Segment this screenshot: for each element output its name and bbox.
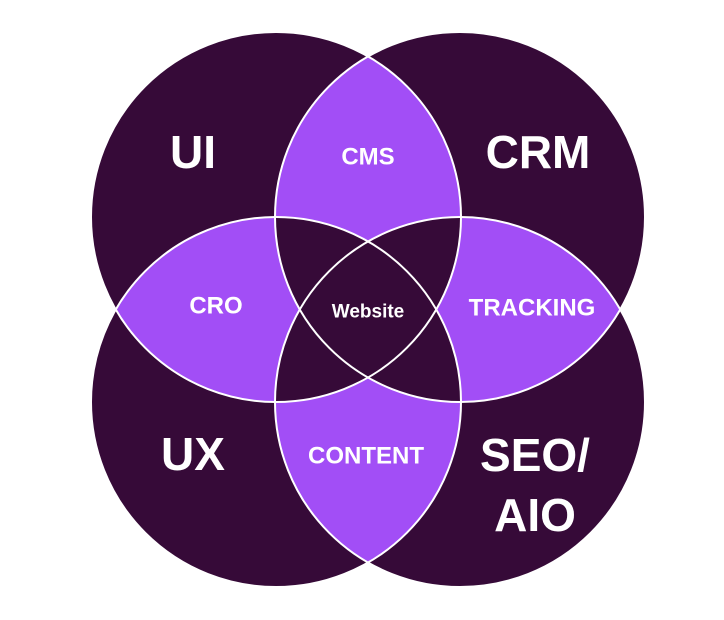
label-crm: CRM — [486, 126, 591, 178]
label-seo: SEO/ — [480, 429, 590, 481]
ring-ux — [90, 216, 462, 588]
ring-seo-aio — [274, 216, 646, 588]
label-ui: UI — [170, 126, 216, 178]
label-ux: UX — [161, 428, 225, 480]
label-cro: CRO — [189, 293, 242, 320]
label-cms: CMS — [341, 144, 394, 171]
label-aio: AIO — [494, 489, 576, 541]
label-website: Website — [332, 302, 405, 323]
label-tracking: TRACKING — [469, 295, 596, 322]
outline-rings — [90, 31, 646, 588]
label-content: CONTENT — [308, 443, 424, 470]
